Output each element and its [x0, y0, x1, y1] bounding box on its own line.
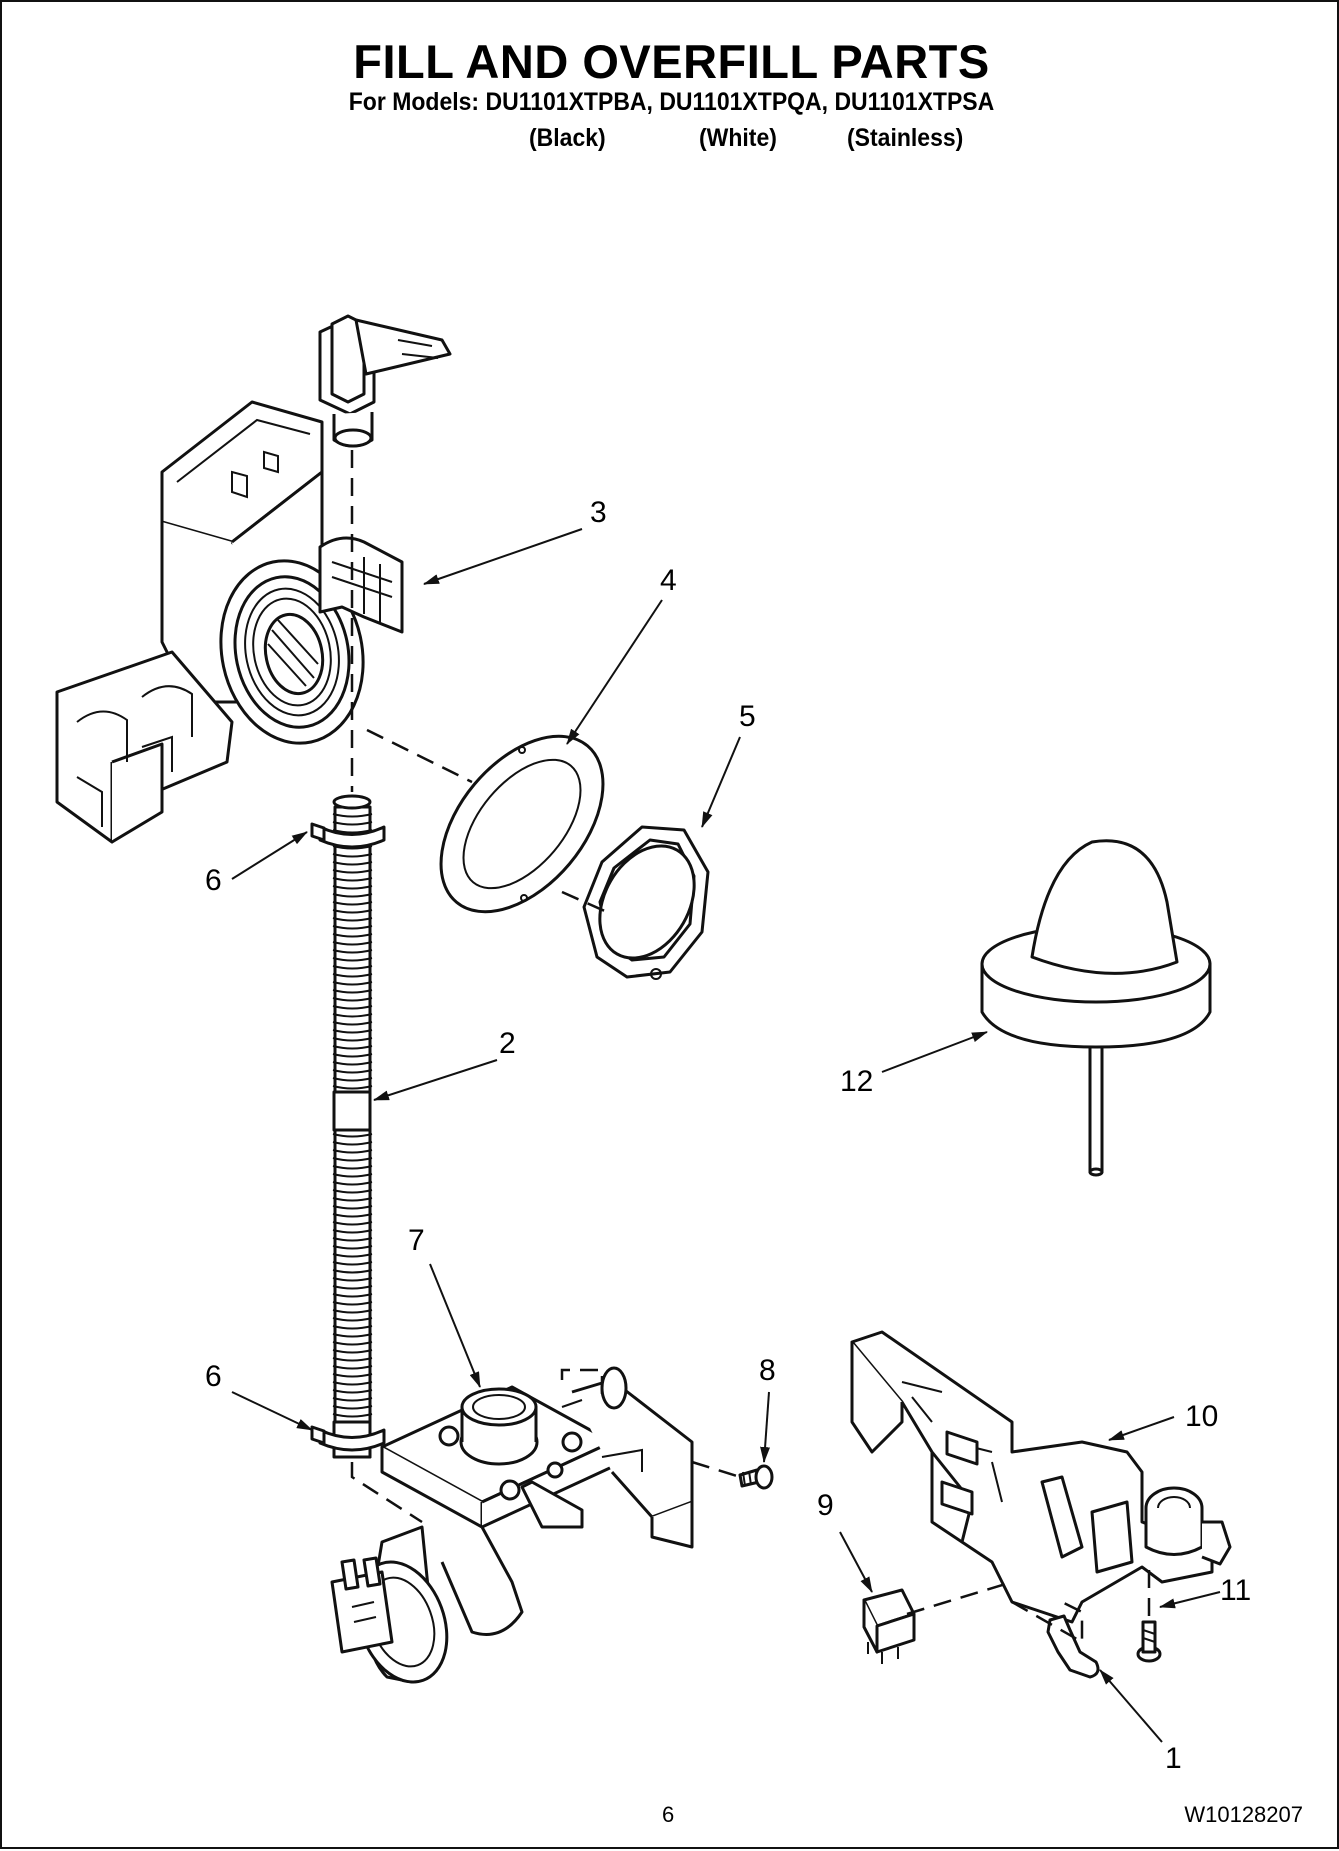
variant-stainless: (Stainless) — [847, 124, 964, 152]
hose-clamp-bottom — [310, 1425, 386, 1452]
screw-11-part — [1136, 1620, 1162, 1663]
screw-8-part — [738, 1464, 774, 1490]
callout-leaders — [231, 528, 1221, 1743]
callout-1: 1 — [1165, 1742, 1182, 1775]
callout-11: 11 — [1220, 1574, 1252, 1607]
water-valve-part — [330, 1366, 694, 1684]
callout-9: 9 — [817, 1489, 834, 1522]
callout-8: 8 — [759, 1354, 776, 1387]
float-part — [980, 839, 1212, 1177]
callout-3: 3 — [590, 496, 607, 529]
corrugated-hose-part — [332, 794, 373, 1459]
variant-black: (Black) — [529, 124, 606, 152]
callout-12: 12 — [840, 1065, 874, 1098]
overfill-bracket-part — [850, 1330, 1232, 1624]
micro-switch-part — [862, 1588, 916, 1664]
callout-6-top: 6 — [205, 864, 222, 897]
callout-5: 5 — [739, 700, 756, 733]
callout-10: 10 — [1185, 1400, 1219, 1433]
fill-funnel-part — [55, 314, 452, 844]
callout-6-bottom: 6 — [205, 1360, 222, 1393]
document-number: W10128207 — [1184, 1802, 1303, 1827]
hose-clamp-top — [310, 822, 386, 849]
callout-4: 4 — [660, 564, 677, 597]
callout-7: 7 — [408, 1224, 425, 1257]
page-title: FILL AND OVERFILL PARTS — [353, 35, 990, 88]
assembly-lines — [350, 450, 1151, 1645]
page-number: 6 — [662, 1802, 675, 1827]
lock-nut-part — [582, 825, 710, 980]
callout-2: 2 — [499, 1027, 516, 1060]
variant-white: (White) — [699, 124, 777, 152]
models-line: For Models: DU1101XTPBA, DU1101XTPQA, DU… — [348, 88, 995, 116]
actuator-lever-part — [1046, 1614, 1100, 1679]
gasket-ring-part — [439, 734, 605, 914]
